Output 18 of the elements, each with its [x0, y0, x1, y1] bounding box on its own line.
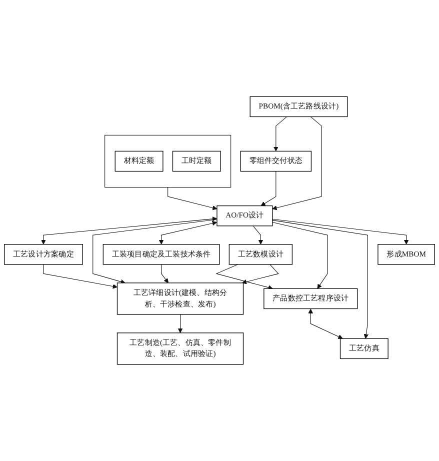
arrow: [161, 264, 169, 284]
arrow: [242, 264, 279, 284]
arrow: [216, 264, 273, 290]
arrow: [272, 222, 328, 289]
arrow: [272, 116, 322, 210]
cluster: [104, 134, 232, 188]
arrow: [158, 220, 217, 245]
arrow: [168, 187, 218, 210]
arrow: [43, 264, 118, 289]
arrow: [308, 308, 343, 339]
arrow: [252, 226, 264, 245]
arrow: [272, 220, 369, 339]
arrow: [260, 171, 276, 206]
arrow: [41, 216, 217, 245]
arrow: [272, 218, 409, 245]
arrow: [92, 219, 218, 284]
arrow: [274, 116, 288, 152]
arrow: [178, 314, 183, 334]
